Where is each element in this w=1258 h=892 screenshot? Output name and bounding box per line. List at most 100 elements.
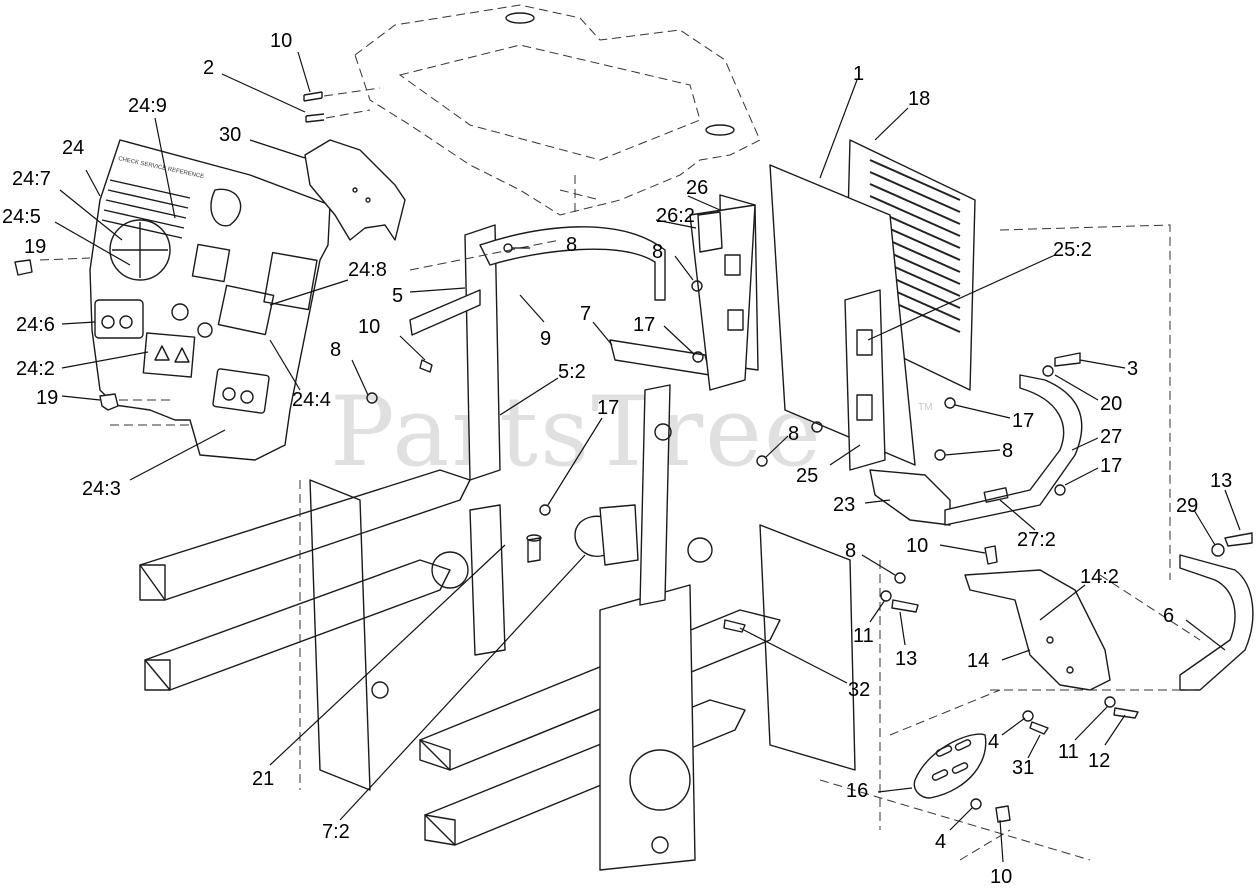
- label-17-c: 17: [1012, 410, 1034, 432]
- label-11-mid: 11: [853, 625, 874, 647]
- label-24-9: 24:9: [128, 95, 167, 117]
- callout-11-mid: 11: [853, 590, 892, 647]
- label-4-right: 4: [988, 731, 999, 753]
- main-frame: [139, 469, 881, 871]
- label-10-mid: 10: [358, 316, 380, 338]
- label-17-a: 17: [633, 314, 655, 336]
- callout-8-d: 8: [756, 423, 799, 467]
- label-11-right: 11: [1058, 741, 1079, 763]
- callout-24-5: 24:5: [2, 206, 131, 266]
- callout-10-mid: 10: [358, 316, 433, 373]
- callout-21: 21: [252, 544, 506, 790]
- label-14-2: 14:2: [1080, 566, 1119, 588]
- label-32: 32: [848, 679, 870, 701]
- label-23: 23: [833, 494, 855, 516]
- watermark-trademark: TM: [918, 402, 932, 413]
- label-24-8: 24:8: [348, 259, 387, 281]
- label-2: 2: [203, 57, 214, 79]
- callout-24-4: 24:4: [269, 339, 331, 411]
- label-8-c: 8: [330, 339, 341, 361]
- label-24-5: 24:5: [2, 206, 41, 228]
- label-17-d: 17: [1100, 455, 1122, 477]
- label-8-a: 8: [566, 234, 577, 256]
- bar-6: [1179, 554, 1254, 691]
- callout-29: 29: [1176, 495, 1225, 557]
- label-16: 16: [846, 780, 868, 802]
- callout-23: 23: [833, 494, 891, 516]
- callout-13-mid: 13: [891, 599, 919, 670]
- label-24-7: 24:7: [12, 168, 51, 190]
- label-7-2: 7:2: [322, 821, 350, 843]
- label-5: 5: [392, 285, 403, 307]
- label-19-bottom: 19: [36, 387, 58, 409]
- grille-18: [869, 159, 961, 333]
- callout-24-3: 24:3: [82, 429, 226, 500]
- label-18: 18: [908, 88, 930, 110]
- label-14: 14: [967, 650, 989, 672]
- support-arms: [409, 224, 711, 606]
- callout-17-c: 17: [944, 397, 1034, 432]
- label-25: 25: [796, 465, 818, 487]
- callout-8-e: 8: [934, 440, 1013, 462]
- callout-14-2: 14:2: [1039, 566, 1119, 621]
- seat-plate-assembly: [689, 139, 976, 526]
- callout-18: 18: [874, 88, 930, 141]
- callout-3: 3: [1054, 352, 1138, 380]
- label-19-top: 19: [24, 236, 46, 258]
- label-3: 3: [1127, 358, 1138, 380]
- callout-1: 1: [819, 63, 864, 179]
- label-9: 9: [540, 328, 551, 350]
- label-21: 21: [252, 768, 274, 790]
- callout-5-2: 5:2: [499, 361, 586, 416]
- callout-10-right: 10: [906, 535, 998, 565]
- callout-8-c: 8: [330, 339, 378, 404]
- label-10-right: 10: [906, 535, 928, 557]
- callout-17-a: 17: [633, 314, 704, 363]
- label-8-f: 8: [845, 540, 856, 562]
- callout-31: 31: [1012, 721, 1049, 779]
- label-27-2: 27:2: [1017, 529, 1056, 551]
- label-25-2: 25:2: [1053, 239, 1092, 261]
- label-13-mid: 13: [895, 648, 917, 670]
- label-24-3: 24:3: [82, 478, 121, 500]
- callout-10-top: 10: [270, 30, 311, 93]
- label-6: 6: [1163, 605, 1174, 627]
- callout-4-bottom: 4: [935, 798, 982, 853]
- seat-platform: [354, 4, 761, 216]
- label-26-2: 26:2: [656, 205, 695, 227]
- callout-26-2: 26:2: [655, 205, 723, 253]
- callout-17-b: 17: [539, 397, 619, 516]
- bracket-14: [964, 569, 1111, 691]
- bar-27: [944, 374, 1083, 526]
- callout-17-d: 17: [1054, 455, 1122, 496]
- label-24-2: 24:2: [16, 358, 55, 380]
- callout-16: 16: [846, 780, 913, 802]
- callout-27-2: 27:2: [999, 499, 1056, 551]
- label-20: 20: [1100, 393, 1122, 415]
- callout-27: 27: [1071, 426, 1122, 451]
- label-17-b: 17: [597, 397, 619, 419]
- callout-30: 30: [219, 124, 306, 159]
- callout-13-right: 13: [1210, 470, 1253, 547]
- callout-26: 26: [686, 177, 721, 211]
- callout-14: 14: [967, 649, 1031, 672]
- callout-11-right: 11: [1058, 696, 1116, 763]
- callout-5: 5: [392, 285, 466, 307]
- callout-8-b: 8: [652, 241, 703, 292]
- bracket-30: [304, 139, 406, 241]
- callout-7-2: 7:2: [322, 554, 586, 843]
- label-31: 31: [1012, 757, 1034, 779]
- label-12: 12: [1088, 750, 1110, 772]
- callout-2: 2: [203, 57, 306, 113]
- callout-20: 20: [1042, 365, 1122, 415]
- label-13-right: 13: [1210, 470, 1232, 492]
- small-parts: [526, 504, 639, 566]
- label-24-6: 24:6: [16, 314, 55, 336]
- callout-12: 12: [1088, 707, 1139, 772]
- label-8-d: 8: [788, 423, 799, 445]
- label-24: 24: [62, 137, 84, 159]
- label-30: 30: [219, 124, 241, 146]
- label-8-b: 8: [652, 241, 663, 263]
- callout-8-f: 8: [845, 540, 906, 584]
- label-5-2: 5:2: [558, 361, 586, 383]
